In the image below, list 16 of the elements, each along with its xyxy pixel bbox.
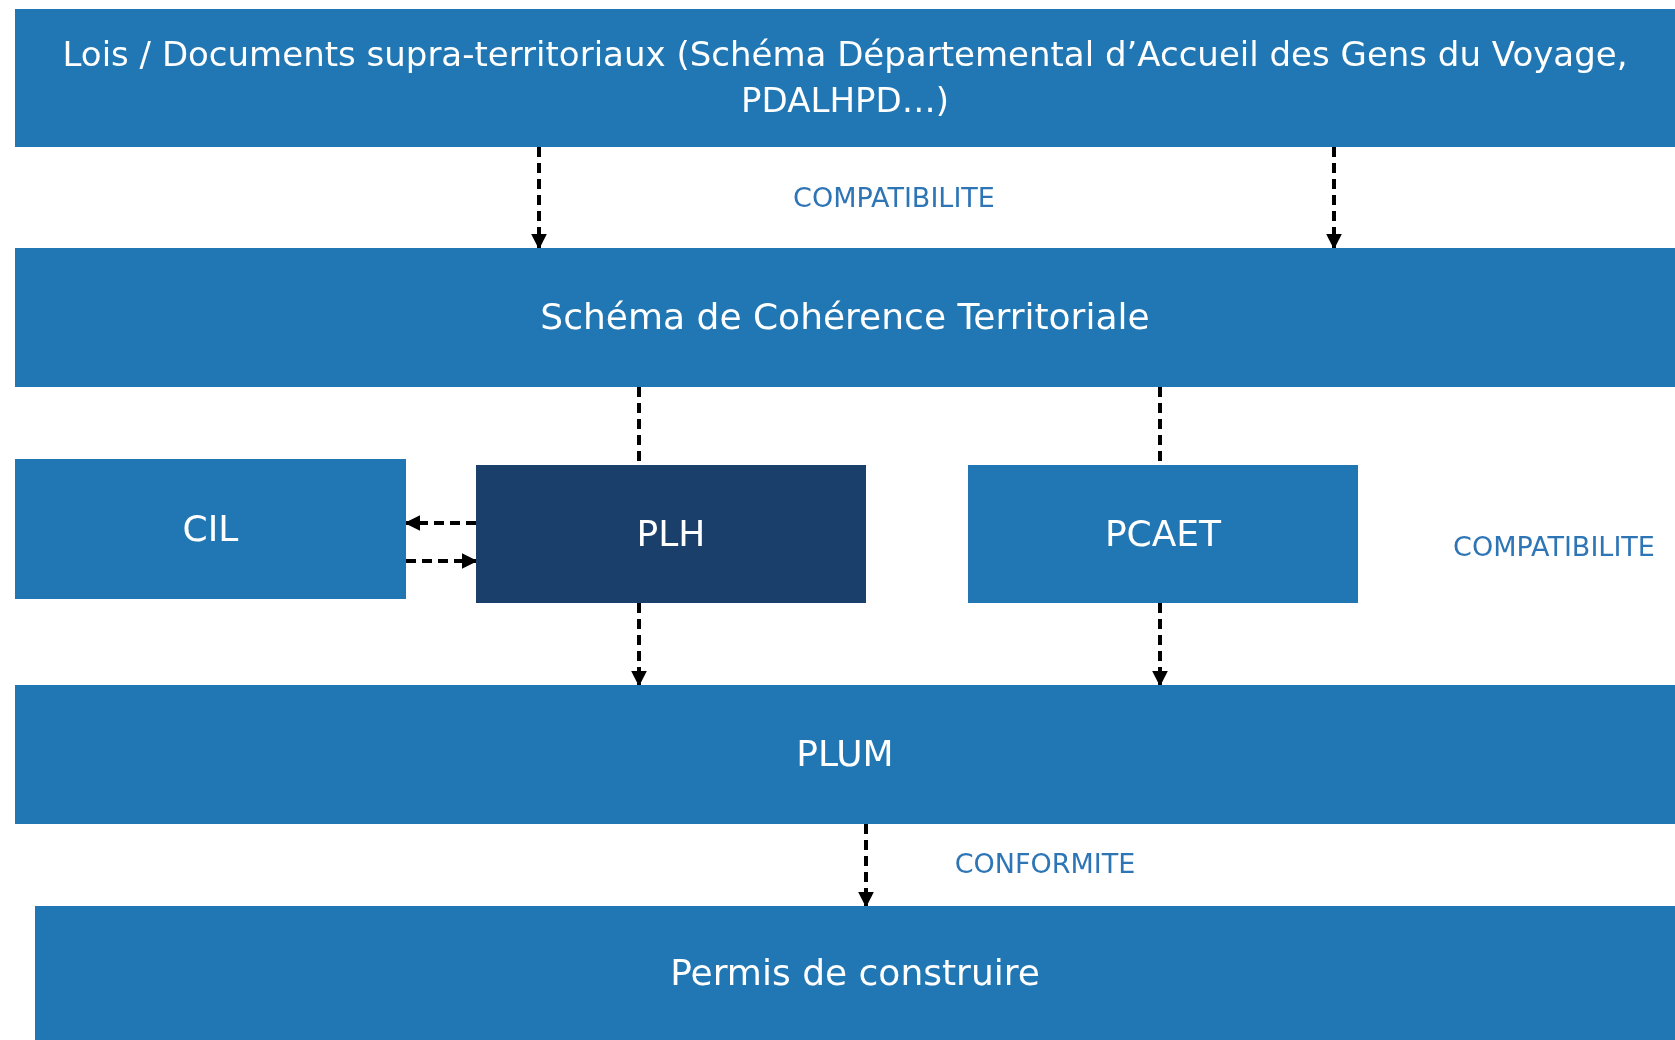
dashed-arrow — [406, 553, 478, 569]
relation-label: COMPATIBILITE — [1453, 530, 1655, 562]
document-box: PLH — [476, 465, 866, 603]
dashed-arrow — [1326, 147, 1342, 250]
document-box: Permis de construire — [35, 906, 1675, 1040]
document-box: Schéma de Cohérence Territoriale — [15, 248, 1675, 387]
document-box: Lois / Documents supra-territoriaux (Schéma Départemental d’Accueil des Gens du Voyage, PDALHPD…) — [15, 9, 1675, 147]
relation-label: COMPATIBILITE — [793, 181, 995, 213]
dashed-arrow — [858, 824, 874, 908]
relation-label: CONFORMITE — [954, 847, 1136, 879]
document-box: PLUM — [15, 685, 1675, 824]
document-box: CIL — [15, 459, 406, 599]
dashed-arrow — [631, 603, 647, 687]
document-box: PCAET — [968, 465, 1358, 603]
dashed-arrow — [1152, 603, 1168, 687]
dashed-arrow — [531, 147, 547, 250]
